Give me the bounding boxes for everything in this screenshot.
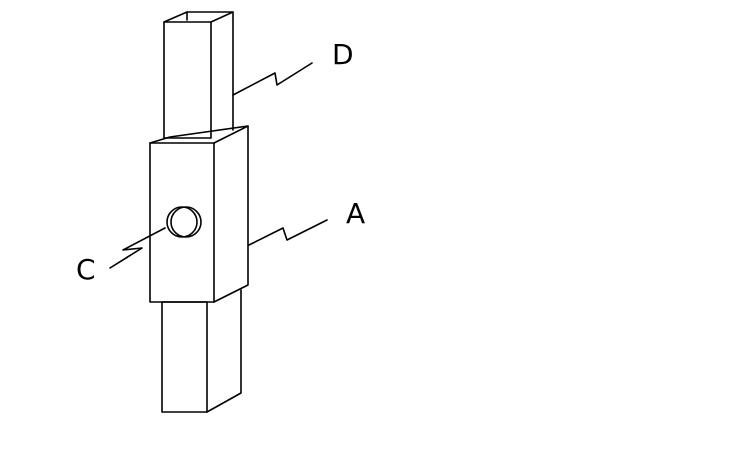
leader-c <box>109 227 166 269</box>
label-c: C <box>76 253 96 286</box>
label-a: A <box>346 197 365 230</box>
label-d: D <box>332 38 354 71</box>
lower-tube <box>161 289 242 413</box>
upper-tube <box>163 11 234 139</box>
pin-bolt <box>166 206 202 238</box>
leader-a <box>248 219 328 246</box>
coupling-block <box>149 125 249 303</box>
leader-d <box>232 62 313 96</box>
